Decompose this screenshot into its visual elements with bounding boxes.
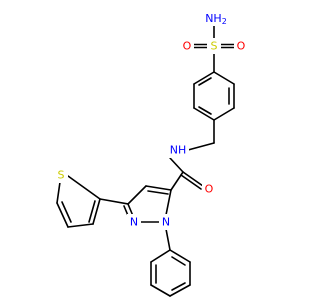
bond-ringA-d2 (198, 106, 212, 115)
bond-nh-co (169, 157, 184, 173)
atom-nh-amide: NH (167, 142, 189, 158)
bond-co-o-a (182, 171, 204, 187)
atom-nh-amide-label: NH (170, 144, 187, 157)
bond-c3-th (99, 198, 129, 205)
atom-o-carbonyl-label: O (205, 183, 214, 196)
atom-nh2: NH2 (204, 10, 230, 26)
bond-n1-ph (165, 228, 171, 251)
bond-ph-1 (150, 249, 171, 263)
atom-s-sulfonyl: S (207, 38, 221, 54)
atom-n-pyrazole-2: N (127, 214, 141, 230)
bond-pz-c4-c3 (127, 185, 147, 205)
bond-ringA-6 (193, 71, 215, 85)
atom-o-right-label: O (237, 40, 246, 53)
bond-ph-d3 (171, 256, 186, 266)
bond-th-c5-s (56, 181, 61, 204)
atom-o-left: O (180, 38, 194, 54)
bond-ringA-3 (213, 107, 235, 121)
bond-ringA-d3 (198, 77, 212, 86)
atom-s-sulfonyl-label: S (211, 40, 218, 53)
bond-ph-4 (169, 284, 191, 297)
bond-ringA-4 (193, 107, 215, 121)
atom-o-left-label: O (183, 40, 192, 53)
structure-diagram: NH2 S O O NH (54, 10, 248, 297)
bond-ph-6 (169, 249, 191, 263)
bond-ph-3 (150, 284, 171, 297)
bond-pz-c5-c4-d (147, 190, 169, 195)
molecule-drawing: NH2 S O O NH (54, 10, 248, 297)
atom-s-thiophene: S (54, 167, 68, 183)
bond-th-c2-c3 (92, 198, 101, 225)
atom-n-pyrazole-1-label: N (162, 216, 170, 229)
atom-o-right: O (234, 38, 248, 54)
atom-n-pyrazole-2-label: N (130, 216, 138, 229)
bond-th-c4-c5 (56, 202, 69, 228)
atom-nh2-label: NH2 (205, 12, 227, 26)
bond-ringA-1 (213, 71, 235, 85)
atom-o-carbonyl: O (202, 181, 216, 197)
atom-n-pyrazole-1: N (159, 214, 173, 230)
atom-label-layer: NH2 S O O NH (54, 10, 248, 230)
bond-co-c5 (170, 171, 184, 191)
bond-pz-c5-c4 (145, 185, 172, 191)
bond-th-c4-c5-d (61, 201, 72, 223)
bond-layer (56, 23, 236, 297)
bond-co-o-b (180, 174, 202, 190)
bond-th-c3-c4 (67, 223, 94, 228)
bond-th-c2-c3-d (88, 200, 96, 223)
bond-ch2-nh (187, 142, 215, 151)
bond-ph-d2 (171, 282, 186, 291)
bond-pz-n1-c5 (165, 189, 172, 216)
atom-s-thiophene-label: S (58, 169, 65, 182)
bond-th-c2-s (67, 175, 101, 200)
